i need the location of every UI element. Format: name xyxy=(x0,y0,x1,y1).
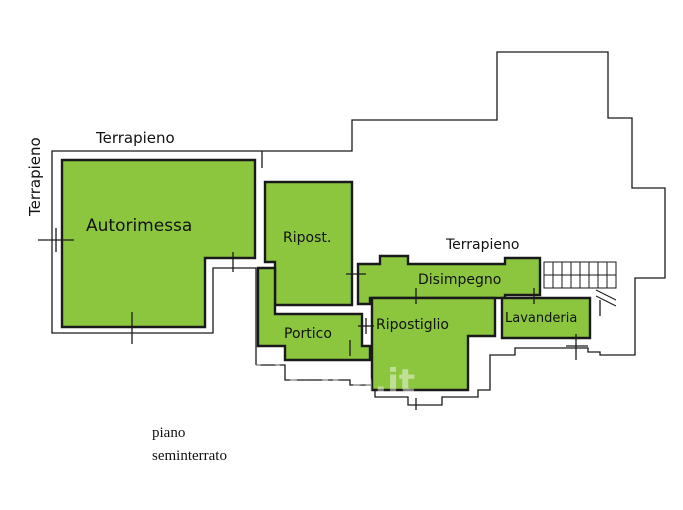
room-lavanderia xyxy=(500,296,592,340)
door-marks xyxy=(38,228,601,410)
watermark: casa.it xyxy=(252,359,415,402)
label-terrapieno-left: Terrapieno xyxy=(26,137,44,217)
label-disimpegno: Disimpegno xyxy=(418,272,501,288)
label-ripostiglio: Ripostiglio xyxy=(376,317,449,333)
room-autorimessa xyxy=(60,158,257,329)
label-lavanderia: Lavanderia xyxy=(505,311,577,326)
label-autorimessa: Autorimessa xyxy=(86,216,192,236)
garage-outline xyxy=(51,150,262,365)
room-portico xyxy=(256,266,372,362)
room-ripostiglio xyxy=(370,296,497,392)
watermark-logo-icon xyxy=(252,359,284,391)
label-ripost: Ripost. xyxy=(283,230,331,246)
outer-boundary xyxy=(256,51,666,406)
room-disimpegno xyxy=(356,254,542,306)
label-portico: Portico xyxy=(284,326,332,342)
label-terrapieno-top: Terrapieno xyxy=(95,129,175,147)
floor-caption-line1: piano xyxy=(152,425,185,441)
watermark-text: casa.it xyxy=(288,362,415,402)
label-terrapieno-right: Terrapieno xyxy=(445,237,519,253)
staircase xyxy=(543,261,617,307)
floor-caption-line2: seminterrato xyxy=(152,448,227,464)
